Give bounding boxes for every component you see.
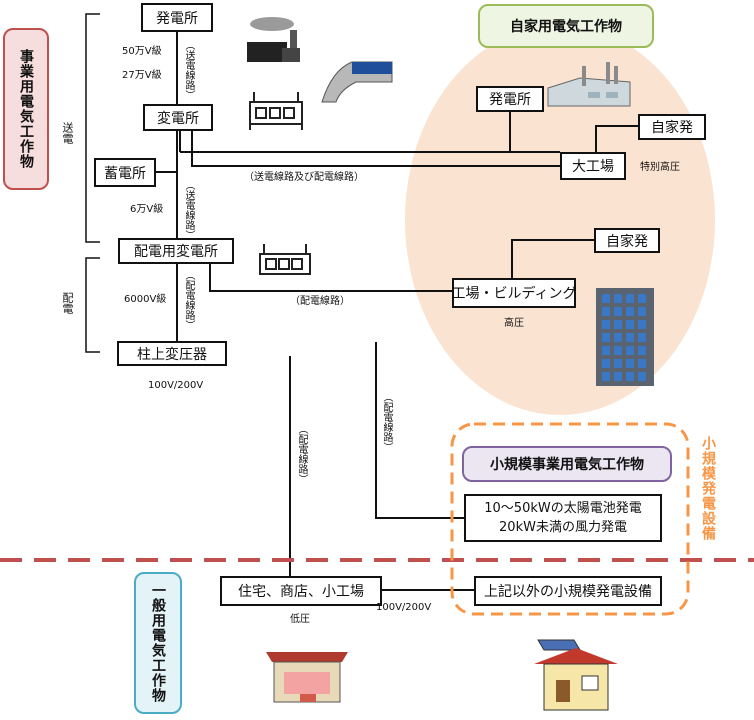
building-window xyxy=(638,372,646,381)
other-small-generation-node: 上記以外の小規模発電設備 xyxy=(474,576,662,606)
building-window xyxy=(638,359,646,368)
building-window xyxy=(638,320,646,329)
voltage-500k-label: 50万V級 xyxy=(122,46,162,57)
small-generation-tag: 小規模発電設備 xyxy=(698,436,718,545)
voltage-6000-label: 6000V級 xyxy=(124,294,167,305)
building-window xyxy=(614,294,622,303)
voltage-66k-label: 6万V級 xyxy=(130,204,164,215)
dist-line-label-2: （配電線路） xyxy=(290,296,350,307)
building-window xyxy=(614,359,622,368)
building-window xyxy=(626,346,634,355)
building-window xyxy=(638,307,646,316)
small-gen-line-solar: 10～50kWの太陽電池発電 xyxy=(484,501,642,516)
house-solar-illustration xyxy=(534,639,618,711)
voltage-100-200-label-a: 100V/200V xyxy=(148,380,204,391)
transmission-line-label-1: （送電線路） xyxy=(183,40,194,100)
private-facility-region xyxy=(405,25,715,415)
voltage-100-200-label-b: 100V/200V xyxy=(376,602,432,613)
dist-line-label-3: （配電線路） xyxy=(381,392,392,452)
hydro-dam-illustration xyxy=(321,61,393,103)
small-business-category-label: 小規模事業用電気工作物 xyxy=(490,457,644,473)
distribution-bracket xyxy=(85,257,100,353)
high-voltage-label: 高圧 xyxy=(504,318,524,329)
low-voltage-label: 低圧 xyxy=(290,614,310,625)
building-window xyxy=(602,346,610,355)
voltage-275k-label: 27万V級 xyxy=(122,70,162,81)
building-window xyxy=(626,294,634,303)
private-category-tag: 自家用電気工作物 xyxy=(478,4,654,48)
dist-transformer-illustration xyxy=(259,244,311,275)
general-category-label: 一般用電気工作物 xyxy=(150,583,166,703)
private-plant-node: 発電所 xyxy=(476,86,544,112)
large-factory-node: 大工場 xyxy=(560,152,626,180)
business-category-tag: 事業用電気工作物 xyxy=(3,28,49,190)
building-window xyxy=(638,294,646,303)
small-generation-node: 10～50kWの太陽電池発電 20kW未満の風力発電 xyxy=(464,494,662,542)
factory-building-node: 工場・ビルディング xyxy=(451,278,577,308)
pole-transformer-node: 柱上変圧器 xyxy=(117,341,227,366)
building-window xyxy=(626,307,634,316)
small-business-category-tag: 小規模事業用電気工作物 xyxy=(462,446,672,482)
residence-node: 住宅、商店、小工場 xyxy=(220,576,382,606)
transmission-bracket xyxy=(85,13,100,243)
distribution-section-label: 配電 xyxy=(61,292,74,314)
building-window xyxy=(602,333,610,342)
own-generation-node-2: 自家発 xyxy=(594,228,660,253)
transmission-line-label-2: （送電線路） xyxy=(183,180,194,240)
building-window xyxy=(638,346,646,355)
building-window xyxy=(602,320,610,329)
storage-node: 蓄電所 xyxy=(94,158,156,187)
own-generation-node-1: 自家発 xyxy=(638,114,706,140)
factory-illustration xyxy=(547,62,631,107)
building-window xyxy=(626,333,634,342)
building-window xyxy=(626,320,634,329)
substation-node: 変電所 xyxy=(143,104,213,131)
building-window xyxy=(614,333,622,342)
small-scale-enclosure xyxy=(450,422,690,616)
dist-substation-node: 配電用変電所 xyxy=(118,238,234,264)
building-window xyxy=(614,307,622,316)
building-window xyxy=(602,372,610,381)
business-category-label: 事業用電気工作物 xyxy=(18,49,34,169)
transmission-section-label: 送電 xyxy=(61,122,74,144)
building-window xyxy=(602,307,610,316)
substation-transformer-illustration xyxy=(249,92,303,130)
general-category-tag: 一般用電気工作物 xyxy=(134,572,182,714)
small-generation-label: 小規模発電設備 xyxy=(700,436,716,541)
building-window xyxy=(602,359,610,368)
building-window xyxy=(602,294,610,303)
small-gen-line-wind: 20kW未満の風力発電 xyxy=(499,520,627,535)
dist-line-label-4: （配電線路） xyxy=(296,424,307,484)
building-window xyxy=(614,320,622,329)
office-building-illustration xyxy=(596,288,654,386)
shop-illustration xyxy=(266,652,348,703)
private-category-label: 自家用電気工作物 xyxy=(510,19,622,35)
connection-lines xyxy=(156,32,638,591)
building-window xyxy=(638,333,646,342)
building-window xyxy=(614,372,622,381)
building-window xyxy=(626,372,634,381)
special-high-voltage-label: 特別高圧 xyxy=(640,162,680,173)
trans-dist-line-label: （送電線路及び配電線路） xyxy=(244,172,364,183)
building-window xyxy=(626,359,634,368)
dist-line-label-1: （配電線路） xyxy=(183,270,194,330)
thermal-plant-illustration xyxy=(247,17,300,62)
building-window xyxy=(614,346,622,355)
power-plant-node: 発電所 xyxy=(141,3,213,32)
